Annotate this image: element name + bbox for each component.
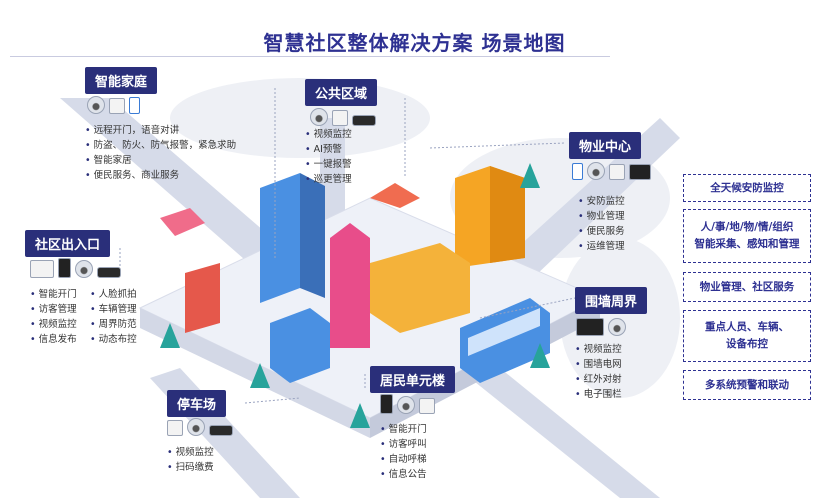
camera-icon: [87, 96, 105, 114]
public-area-features: 视频监控 AI预警 一键报警 巡更管理: [305, 127, 352, 187]
car-illustration: [160, 208, 205, 236]
phone-icon: [129, 97, 140, 114]
building-pink-tower: [330, 223, 370, 348]
parking-devices: [167, 418, 233, 436]
gate-icon: [30, 260, 54, 278]
entrance-devices: [30, 258, 121, 278]
building-property-center: [370, 243, 470, 333]
public-area-devices: [310, 108, 376, 126]
perimeter-devices: [576, 318, 626, 336]
gun-camera-icon: [97, 267, 121, 278]
entrance-features-left: 智能开门 访客管理 视频监控 信息发布: [30, 287, 77, 347]
parking-features: 视频监控 扫码缴费: [167, 445, 214, 475]
label-property-center: 物业中心: [569, 132, 642, 159]
building-entrance-gate: [185, 263, 220, 333]
residential-features: 智能开门 访客呼叫 自动呼梯 信息公告: [380, 422, 427, 482]
residential-devices: [380, 394, 435, 414]
gun-camera-icon: [352, 115, 376, 126]
label-smart-home: 智能家庭: [85, 67, 158, 94]
camera-icon: [608, 318, 626, 336]
panel-icon: [419, 398, 435, 414]
perimeter-features: 视频监控 围墙电网 红外对射 电子围栏: [575, 342, 622, 402]
camera-icon: [397, 396, 415, 414]
panel-icon: [332, 110, 348, 126]
summary-box-control: 重点人员、车辆、 设备布控: [683, 310, 811, 362]
property-center-devices: [572, 162, 651, 180]
label-perimeter: 围墙周界: [575, 287, 648, 314]
monitor-icon: [576, 318, 604, 336]
tablet-icon: [58, 258, 71, 278]
label-residential-building: 居民单元楼: [370, 366, 456, 393]
panel-icon: [167, 420, 183, 436]
title-divider: [10, 56, 610, 57]
panel-icon: [609, 164, 625, 180]
page-title: 智慧社区整体解决方案 场景地图: [263, 31, 566, 55]
summary-box-security: 全天候安防监控: [683, 174, 811, 202]
summary-box-alert: 多系统预警和联动: [683, 370, 811, 400]
trees: [160, 163, 550, 428]
building-blue-tower: [260, 173, 300, 303]
entrance-features-right: 人脸抓拍 车辆管理 周界防范 动态布控: [90, 287, 137, 347]
monitor-icon: [629, 164, 651, 180]
bus-illustration: [460, 298, 550, 383]
summary-box-collection: 人/事/地/物/情/组织 智能采集、感知和管理: [683, 209, 811, 263]
smart-home-features: 远程开门，语音对讲 防盗、防火、防气报警，紧急求助 智能家居 便民服务、商业服务: [85, 123, 237, 183]
summary-box-property: 物业管理、社区服务: [683, 272, 811, 302]
gun-camera-icon: [209, 425, 233, 436]
label-public-area: 公共区域: [305, 79, 378, 106]
tablet-icon: [380, 394, 393, 414]
panel-icon: [109, 98, 125, 114]
camera-icon: [310, 108, 328, 126]
smart-home-devices: [87, 96, 140, 114]
camera-icon: [587, 162, 605, 180]
property-center-features: 安防监控 物业管理 便民服务 运维管理: [578, 194, 625, 254]
camera-icon: [187, 418, 205, 436]
building-blue-low: [270, 308, 330, 383]
house-roof: [370, 183, 420, 208]
phone-icon: [572, 163, 583, 180]
label-community-entrance: 社区出入口: [25, 230, 111, 257]
label-parking: 停车场: [167, 390, 227, 417]
camera-icon: [75, 260, 93, 278]
